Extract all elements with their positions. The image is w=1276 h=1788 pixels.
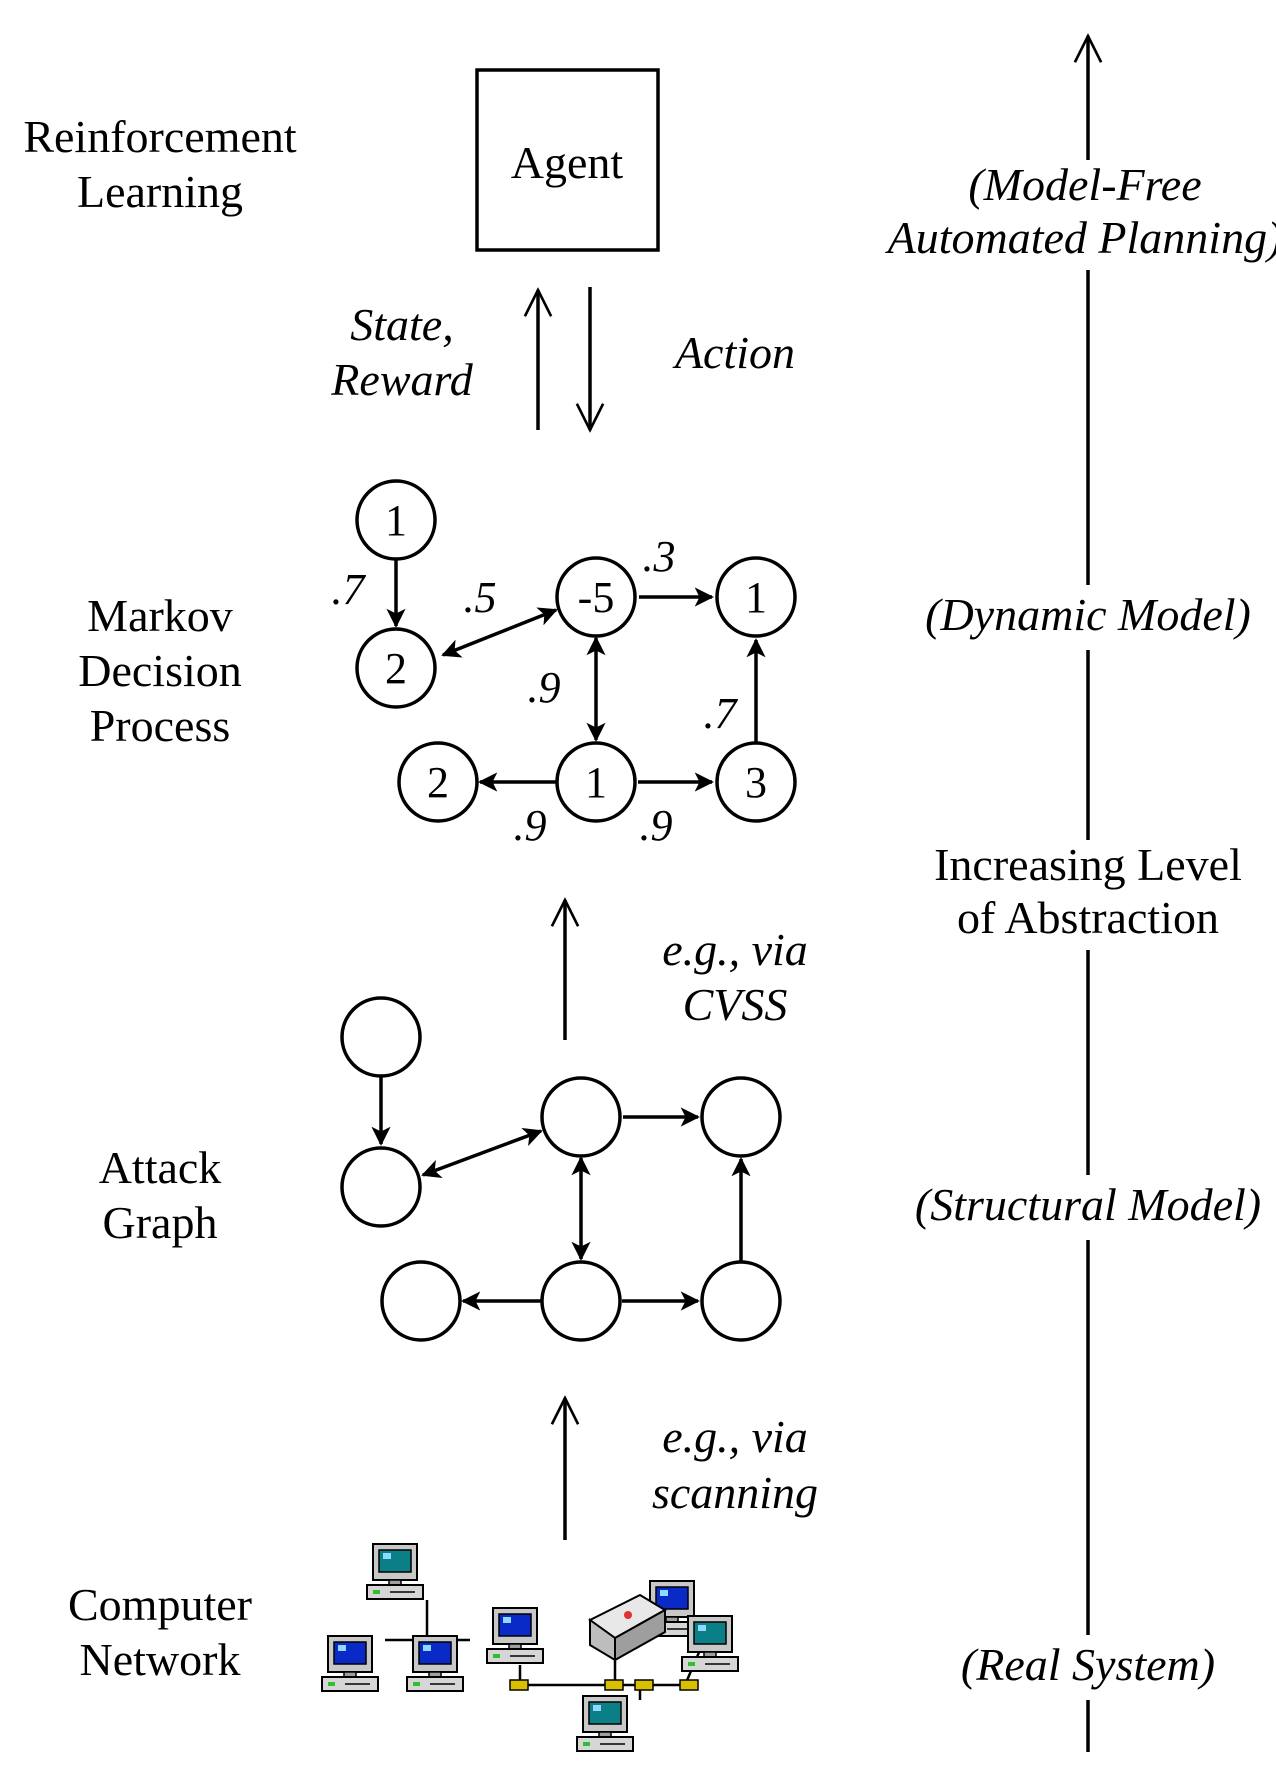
cvss-label-line2: CVSS [683, 979, 788, 1030]
ag-edge-left-to-center [421, 1128, 543, 1178]
mdp-node-left-label: 2 [385, 644, 407, 693]
reward-label: Reward [330, 354, 473, 405]
level-rl-line2: Learning [77, 166, 243, 217]
right-abstraction-line1: Increasing Level [934, 839, 1242, 890]
ag-node-right [700, 1076, 782, 1158]
axis-gap-model-free [895, 160, 1275, 270]
mdp-node-bottom-left-label: 2 [427, 758, 449, 807]
mdp-prob-left-center: .5 [464, 573, 497, 622]
mdp-node-right-label: 1 [745, 573, 767, 622]
mdp-prob-top-left: .7 [332, 565, 367, 614]
computer-icon [406, 1635, 464, 1692]
printer-icon [588, 1593, 667, 1662]
right-dynamic: (Dynamic Model) [925, 589, 1251, 640]
ag-node-top [340, 996, 422, 1078]
level-mdp-line3: Process [90, 700, 231, 751]
ag-node-center [540, 1076, 622, 1158]
axis-gap-structural [915, 1175, 1260, 1240]
axis-gap-dynamic [925, 585, 1255, 650]
agent-box [475, 68, 660, 252]
computer-icon [576, 1695, 634, 1752]
ag-node-bottom-right [700, 1260, 782, 1342]
mdp-node-right [715, 556, 797, 638]
action-label: Action [672, 327, 795, 378]
mdp-edge-left-to-center [441, 607, 558, 658]
level-mdp-line1: Markov [87, 590, 233, 641]
level-rl-line1: Reinforcement [23, 111, 297, 162]
computers [321, 1543, 739, 1752]
right-real: (Real System) [961, 1639, 1215, 1690]
right-structural: (Structural Model) [915, 1179, 1261, 1230]
ag-node-bottom-left [380, 1260, 462, 1342]
right-abstraction-line2: of Abstraction [957, 892, 1219, 943]
ag-node-bottom [540, 1260, 622, 1342]
computer-icon [321, 1635, 379, 1692]
computer-network-illustration [321, 1543, 739, 1752]
right-model-free-line1: (Model-Free [968, 159, 1201, 210]
network-hub-icon [634, 1679, 654, 1691]
mdp-graph: 1 2 -5 1 2 1 3 .7 .5 .3 .9 .7 .9 .9 [332, 479, 797, 850]
mdp-prob-bottom-right: .9 [640, 801, 673, 850]
mdp-prob-center-bottom: .9 [528, 663, 561, 712]
network-hubs [509, 1679, 699, 1691]
computer-icon [681, 1615, 739, 1672]
mdp-node-bottom-right-label: 3 [745, 758, 767, 807]
ag-node-left [340, 1146, 422, 1228]
mdp-node-center-label: -5 [578, 573, 615, 622]
level-mdp-line2: Decision [78, 645, 242, 696]
mdp-prob-bottomright-right: .7 [704, 689, 739, 738]
mdp-node-left [355, 627, 437, 709]
mdp-node-top [355, 479, 437, 561]
level-net-line1: Computer [68, 1579, 252, 1630]
mdp-node-bottom-label: 1 [585, 758, 607, 807]
network-hub-icon [604, 1679, 624, 1691]
network-hub-icon [509, 1679, 529, 1691]
level-ag-line2: Graph [103, 1197, 218, 1248]
right-model-free-line2: Automated Planning) [885, 212, 1276, 263]
level-ag-line1: Attack [99, 1142, 222, 1193]
axis-gap-real [955, 1635, 1225, 1700]
mdp-node-center [555, 556, 637, 638]
computer-icon [366, 1543, 424, 1600]
mdp-prob-bottom-left: .9 [514, 801, 547, 850]
mdp-node-top-label: 1 [385, 496, 407, 545]
network-hub-icon [679, 1679, 699, 1691]
axis-gap-abstraction [925, 840, 1255, 950]
scanning-label-line2: scanning [652, 1467, 818, 1518]
mdp-node-bottom [555, 741, 637, 823]
cvss-label-line1: e.g., via [662, 924, 808, 975]
state-label: State, [350, 299, 453, 350]
agent-label: Agent [511, 137, 624, 188]
mdp-node-bottom-right [715, 741, 797, 823]
computer-icon [486, 1607, 544, 1664]
mdp-prob-center-right: .3 [643, 532, 676, 581]
mdp-node-bottom-left [397, 741, 479, 823]
scanning-label-line1: e.g., via [662, 1411, 808, 1462]
level-net-line2: Network [80, 1634, 241, 1685]
attack-graph [340, 996, 782, 1342]
